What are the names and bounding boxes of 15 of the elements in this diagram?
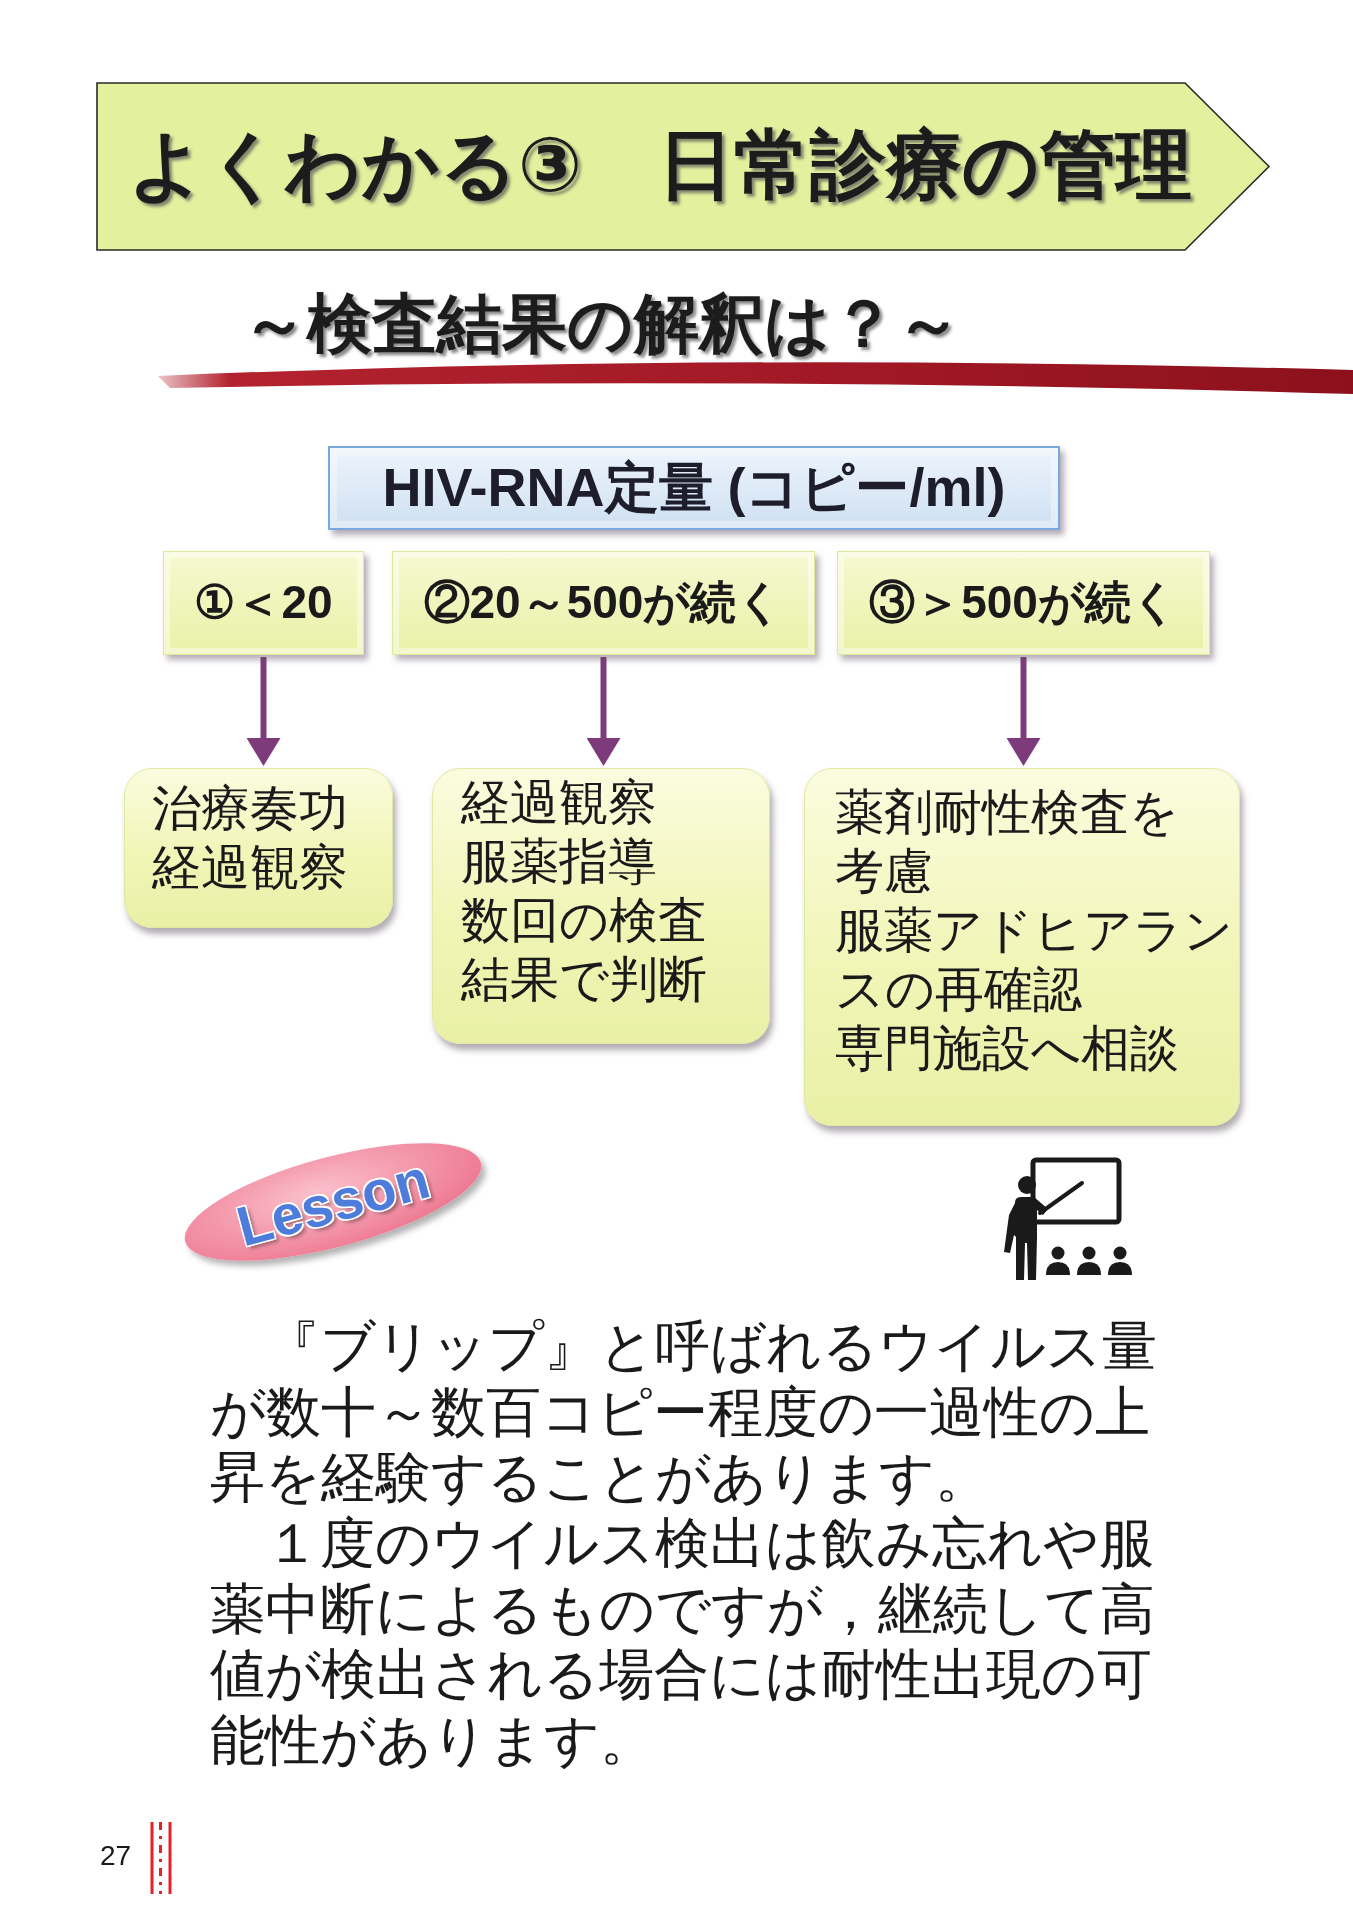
rounded-box: 治療奏功 経過観察 [124,768,393,928]
paragraph: 『ブリップ』と呼ばれるウイルス量が数十～数百コピー程度の一過性の上昇を経験することがあります。 [210,1314,1158,1511]
header-box: HIV-RNA定量 (コピー/ml) [328,446,1060,530]
arrow [246,657,281,766]
page-number: 27 [100,1839,132,1873]
arrow [586,657,621,766]
rounded-box: 経過観察 服薬指導 数回の検査結果で判断 [432,768,770,1044]
range-box: ③＞500が続く [837,551,1210,655]
rounded-box: 薬剤耐性検査を考慮 服薬アドヒアランスの再確認 専門施設へ相談 [804,768,1240,1126]
title-banner: よくわかる③ 日常診療の管理 [96,82,1271,251]
paragraph: １度のウイルス検出は飲み忘れや服薬中断によるものですが，継続して高値が検出される場合には耐性出現の可能性があります。 [210,1511,1156,1773]
subtitle-banner: ～検査結果の解釈は？～ [150,285,1353,407]
range-box: ①＜20 [163,551,364,655]
arrow [1006,657,1041,766]
range-box: ②20～500が続く [392,551,815,655]
